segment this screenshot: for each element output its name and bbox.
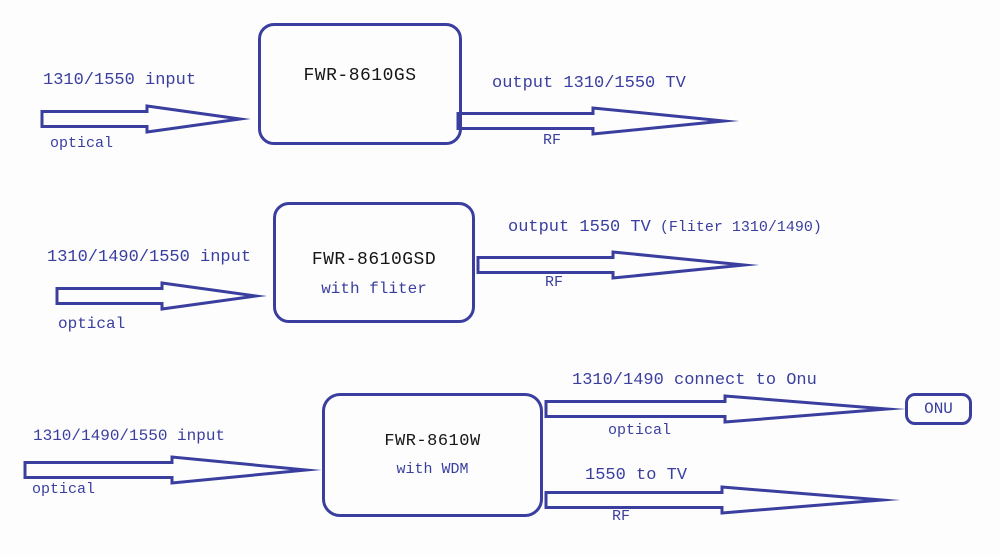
row2-output-label-main: output 1550 TV [508, 218, 651, 237]
onu-endpoint-box: ONU [905, 393, 972, 425]
row2-output-label: output 1550 TV (Fliter 1310/1490) [508, 218, 822, 238]
row3-onu-medium-label: optical [608, 422, 672, 439]
row3-input-medium-label: optical [32, 481, 96, 498]
row1-output-medium-label: RF [543, 132, 562, 149]
row1-rf-output-arrow [456, 106, 740, 136]
row2-input-label: 1310/1490/1550 input [47, 248, 252, 267]
row1-input-label: 1310/1550 input [43, 71, 197, 90]
device-subtitle: with fliter [321, 279, 427, 298]
row2-input-medium-label: optical [58, 315, 126, 333]
row2-rf-output-arrow [476, 250, 760, 280]
row3-rf-output-arrow [544, 485, 901, 515]
row3-tv-medium-label: RF [612, 508, 631, 525]
row3-input-label: 1310/1490/1550 input [33, 427, 226, 445]
onu-endpoint-label: ONU [924, 400, 953, 418]
row1-output-label: output 1310/1550 TV [492, 74, 686, 93]
row2-optical-input-arrow [55, 281, 267, 311]
device-subtitle: with WDM [396, 461, 469, 478]
row2-output-medium-label: RF [545, 274, 564, 291]
row3-optical-output-arrow [544, 394, 906, 424]
device-box-fwr-8610gsd: FWR-8610GSD with fliter [273, 202, 475, 323]
row2-output-label-note: (Fliter 1310/1490) [659, 219, 822, 236]
device-title: FWR-8610GSD [311, 249, 437, 270]
row3-onu-output-label: 1310/1490 connect to Onu [572, 371, 817, 390]
row3-optical-input-arrow [23, 455, 322, 485]
row3-tv-output-label: 1550 to TV [585, 466, 688, 485]
device-title: FWR-8610GS [303, 66, 417, 86]
device-box-fwr-8610w: FWR-8610W with WDM [322, 393, 543, 517]
row1-optical-input-arrow [40, 104, 251, 134]
device-box-fwr-8610gs: FWR-8610GS [258, 23, 462, 145]
device-title: FWR-8610W [384, 432, 481, 451]
row1-input-medium-label: optical [50, 135, 114, 152]
